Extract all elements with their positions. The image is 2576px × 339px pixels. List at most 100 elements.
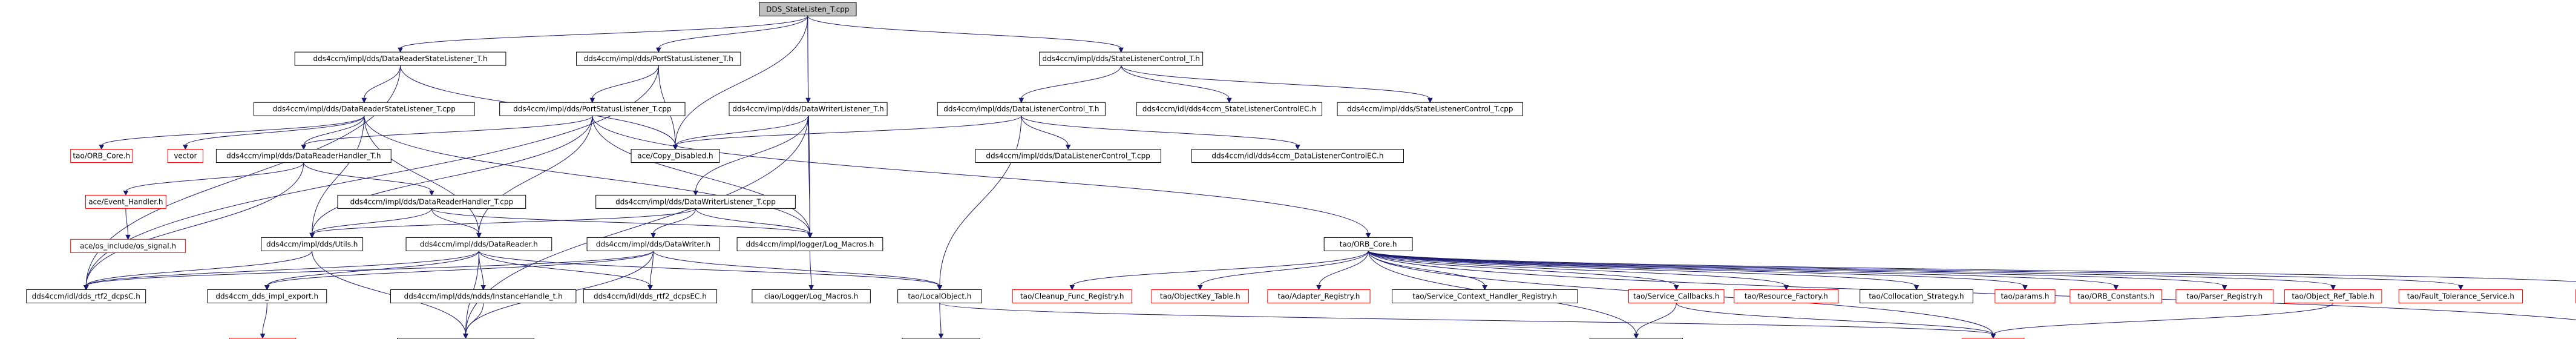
graph-node-os-signal[interactable]: ace/os_include/os_signal.h bbox=[70, 239, 186, 253]
graph-node-invocation-utils[interactable]: tao/Invocation_Utils.h bbox=[1589, 338, 1683, 339]
graph-node-datareader-h[interactable]: dds4ccm/impl/dds/DataReader.h bbox=[405, 237, 552, 251]
graph-node-log-macros[interactable]: dds4ccm/impl/logger/Log_Macros.h bbox=[736, 237, 883, 251]
edge-line bbox=[478, 251, 940, 286]
edge-line bbox=[303, 162, 432, 192]
graph-node-psl-h[interactable]: dds4ccm/impl/dds/PortStatusListener_T.h bbox=[576, 51, 741, 66]
graph-node-orb-core[interactable]: tao/ORB_Core.h bbox=[1323, 237, 1413, 251]
node-label: dds4ccm/impl/dds/DataWriterListener_T.h bbox=[732, 105, 883, 113]
graph-edge bbox=[309, 116, 365, 239]
node-box bbox=[499, 102, 686, 116]
edge-arrowhead bbox=[2458, 285, 2463, 291]
graph-node-parser-registry[interactable]: tao/Parser_Registry.h bbox=[2175, 289, 2273, 303]
graph-edge bbox=[463, 303, 484, 339]
edge-line bbox=[125, 162, 304, 192]
graph-node-root[interactable]: DDS_StateListen_T.cpp bbox=[759, 2, 857, 16]
graph-node-orb-core-fwd[interactable]: tao/ORB_Core.h bbox=[70, 149, 133, 163]
graph-node-event-handler[interactable]: ace/Event_Handler.h bbox=[85, 194, 166, 209]
graph-node-slcec-h[interactable]: dds4ccm/idl/dds4ccm_StateListenerControl… bbox=[1136, 102, 1323, 116]
graph-edge bbox=[1021, 116, 1300, 150]
graph-node-dcps-ec[interactable]: dds4ccm/idl/dds_rtf2_dcpsEC.h bbox=[583, 289, 718, 303]
graph-edge bbox=[1990, 303, 2334, 339]
graph-node-drsl-h[interactable]: dds4ccm/impl/dds/DataReaderStateListener… bbox=[294, 51, 506, 66]
edge-arrowhead bbox=[123, 190, 129, 196]
graph-node-drsl-cpp[interactable]: dds4ccm/impl/dds/DataReaderStateListener… bbox=[253, 102, 475, 116]
node-label: dds4ccm/impl/dds/ndds/InstanceHandle_t.h bbox=[404, 292, 563, 300]
edge-line bbox=[1021, 65, 1122, 99]
edge-arrowhead bbox=[1990, 334, 1996, 339]
graph-node-slc-cpp[interactable]: dds4ccm/impl/dds/StateListenerControl_T.… bbox=[1337, 102, 1523, 116]
edge-line bbox=[809, 251, 812, 286]
graph-node-drh-h[interactable]: dds4ccm/impl/dds/DataReaderHandler_T.h bbox=[215, 149, 392, 163]
edge-line bbox=[364, 116, 810, 234]
node-box bbox=[294, 51, 506, 66]
graph-node-service-context[interactable]: tao/Service_Context_Handler_Registry.h bbox=[1392, 289, 1578, 303]
graph-node-collocation[interactable]: tao/Collocation_Strategy.h bbox=[1860, 289, 1973, 303]
edge-arrowhead bbox=[1197, 285, 1203, 291]
node-box bbox=[1628, 289, 1725, 303]
edge-line bbox=[1072, 251, 1369, 286]
node-box bbox=[1392, 289, 1578, 303]
edge-line bbox=[101, 116, 365, 146]
node-label: dds4ccm/impl/dds/DataListenerControl_T.c… bbox=[986, 152, 1150, 160]
graph-edge bbox=[592, 116, 1371, 239]
graph-node-dlcec-h[interactable]: dds4ccm/idl/dds4ccm_DataListenerControlE… bbox=[1191, 149, 1404, 163]
edge-arrowhead bbox=[1365, 232, 1371, 239]
graph-node-copy-disabled[interactable]: ace/Copy_Disabled.h bbox=[631, 149, 720, 163]
graph-node-utils-h[interactable]: dds4ccm/impl/dds/Utils.h bbox=[261, 237, 364, 251]
graph-node-dwl-cpp[interactable]: dds4ccm/impl/dds/DataWriterListener_T.cp… bbox=[595, 194, 796, 209]
graph-node-adapter-registry[interactable]: tao/Adapter_Registry.h bbox=[1267, 289, 1371, 303]
graph-node-instance-handle[interactable]: dds4ccm/impl/dds/ndds/InstanceHandle_t.h bbox=[390, 289, 577, 303]
graph-node-objectkey-table[interactable]: tao/ObjectKey_Table.h bbox=[1151, 289, 1249, 303]
graph-node-cleanup-func[interactable]: tao/Cleanup_Func_Registry.h bbox=[1012, 289, 1132, 303]
graph-node-slc-h[interactable]: dds4ccm/impl/dds/StateListenerControl_T.… bbox=[1039, 51, 1204, 66]
node-label: ciao/Logger/Log_Macros.h bbox=[764, 292, 859, 300]
graph-node-orb-constants[interactable]: tao/ORB_Constants.h bbox=[2070, 289, 2163, 303]
graph-node-vector[interactable]: vector bbox=[167, 149, 204, 163]
edge-line bbox=[1121, 65, 1230, 99]
graph-node-params[interactable]: tao/params.h bbox=[1994, 289, 2056, 303]
edge-arrowhead bbox=[83, 285, 89, 291]
node-label: dds4ccm/idl/dds4ccm_DataListenerControlE… bbox=[1211, 152, 1383, 160]
graph-node-psl-cpp[interactable]: dds4ccm/impl/dds/PortStatusListener_T.cp… bbox=[499, 102, 686, 116]
graph-node-service-callbacks[interactable]: tao/Service_Callbacks.h bbox=[1628, 289, 1725, 303]
graph-edge bbox=[808, 251, 814, 291]
graph-node-dcps-c[interactable]: dds4ccm/idl/dds_rtf2_dcpsC.h bbox=[26, 289, 146, 303]
node-box bbox=[70, 149, 133, 163]
graph-node-ciao-log[interactable]: ciao/Logger/Log_Macros.h bbox=[752, 289, 871, 303]
edge-line bbox=[592, 116, 1369, 234]
edge-line bbox=[303, 116, 365, 146]
graph-node-local-object-h[interactable]: tao/LocalObject.h bbox=[897, 289, 982, 303]
graph-edge bbox=[1368, 251, 2336, 291]
node-label: tao/ORB_Core.h bbox=[1340, 240, 1397, 248]
graph-node-fault-tolerance[interactable]: tao/Fault_Tolerance_Service.h bbox=[2398, 289, 2523, 303]
node-label: tao/ORB_Constants.h bbox=[2077, 292, 2154, 300]
node-label: tao/Resource_Factory.h bbox=[1745, 292, 1828, 300]
edge-line bbox=[1199, 251, 1369, 286]
node-box bbox=[1962, 338, 2025, 339]
edge-line bbox=[592, 116, 810, 234]
node-box bbox=[736, 237, 883, 251]
graph-node-ccm-conf[interactable]: dds4ccm/impl/dds4ccm_conf.h bbox=[396, 338, 535, 339]
edge-line bbox=[1993, 303, 2334, 335]
graph-node-local-object-inl[interactable]: tao/LocalObject.inl bbox=[902, 338, 980, 339]
edge-arrowhead bbox=[2221, 285, 2227, 291]
graph-node-impl-export[interactable]: dds4ccm_dds_impl_export.h bbox=[207, 289, 327, 303]
graph-node-object-h[interactable]: tao/Object.h bbox=[1962, 338, 2025, 339]
graph-node-dwl-h[interactable]: dds4ccm/impl/dds/DataWriterListener_T.h bbox=[729, 102, 888, 116]
edge-line bbox=[658, 16, 808, 49]
edge-layer bbox=[83, 15, 2576, 339]
graph-node-dlc-cpp[interactable]: dds4ccm/impl/dds/DataListenerControl_T.c… bbox=[975, 149, 1161, 163]
graph-node-drh-cpp[interactable]: dds4ccm/impl/dds/DataReaderHandler_T.cpp bbox=[337, 194, 526, 209]
graph-node-resource-factory[interactable]: tao/Resource_Factory.h bbox=[1734, 289, 1839, 303]
graph-node-datawriter-h[interactable]: dds4ccm/impl/dds/DataWriter.h bbox=[586, 237, 720, 251]
graph-edge bbox=[123, 162, 304, 196]
graph-node-dlc-h[interactable]: dds4ccm/impl/dds/DataListenerControl_T.h bbox=[937, 102, 1106, 116]
node-box bbox=[1267, 289, 1371, 303]
node-box bbox=[1860, 289, 1973, 303]
node-label: tao/Service_Callbacks.h bbox=[1633, 292, 1719, 300]
node-label: dds4ccm/impl/dds/DataReaderHandler_T.h bbox=[226, 152, 381, 160]
graph-edge bbox=[361, 65, 401, 104]
edge-arrowhead bbox=[2113, 285, 2119, 291]
graph-node-object-ref-table[interactable]: tao/Object_Ref_Table.h bbox=[2284, 289, 2382, 303]
graph-node-ace-config[interactable]: ace/config-all.h bbox=[229, 338, 297, 339]
